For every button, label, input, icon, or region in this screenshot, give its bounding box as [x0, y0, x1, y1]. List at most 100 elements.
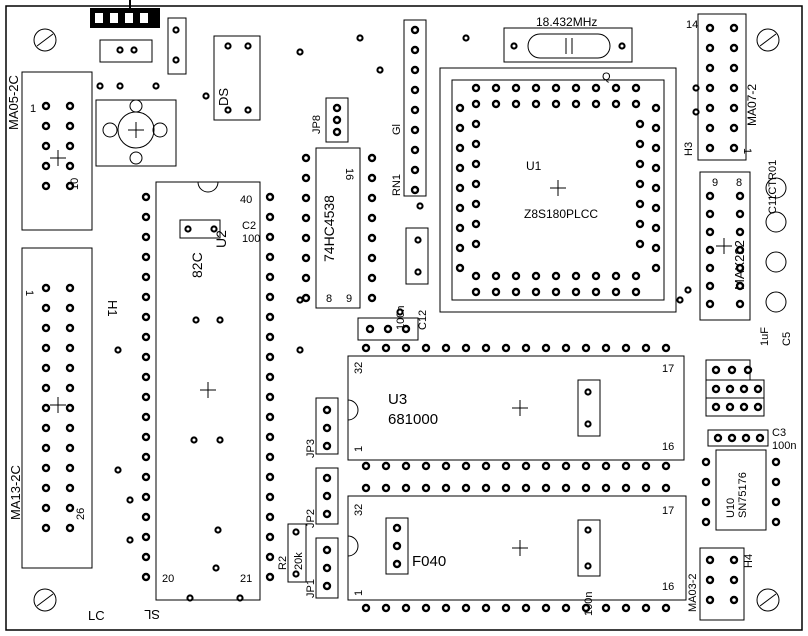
pad-hole [116, 468, 120, 472]
pad-hole [704, 500, 708, 504]
header-h4-outline [699, 547, 745, 621]
pad-hole [514, 86, 518, 90]
pad-hole [574, 290, 578, 294]
pad-hole [144, 375, 148, 379]
pad-hole [474, 242, 478, 246]
pad-hole [484, 606, 488, 610]
pad-hole [144, 235, 148, 239]
pad-hole [404, 486, 408, 490]
pad-hole [395, 526, 399, 530]
pad-hole [774, 520, 778, 524]
pad-hole [413, 168, 417, 172]
pad-hole [194, 318, 198, 322]
chip-u4-outline [315, 147, 361, 309]
pad-hole [68, 346, 72, 350]
chip-flash-pin16: 16 [662, 581, 674, 593]
pad-hole [416, 238, 420, 242]
pad-hole [732, 146, 736, 150]
crystal-frequency: 18.432MHz [536, 15, 597, 29]
pad-hole [708, 578, 712, 582]
pad-hole [44, 104, 48, 108]
pad-hole [44, 466, 48, 470]
header-h3-pin14: 14 [686, 19, 698, 31]
pad-hole [304, 236, 308, 240]
pad-hole [458, 206, 462, 210]
pad-hole [44, 144, 48, 148]
cap-1uf-label: 1uF [759, 327, 771, 346]
pad-hole [586, 422, 590, 426]
pad-hole [524, 486, 528, 490]
pad-hole [464, 486, 468, 490]
pad-hole [370, 196, 374, 200]
pad-hole [325, 566, 329, 570]
pad-hole [268, 535, 272, 539]
pad-hole [325, 444, 329, 448]
pad-hole [708, 146, 712, 150]
jumper-jp8-label: JP8 [311, 115, 323, 134]
pad-hole [214, 566, 218, 570]
pad-hole [44, 164, 48, 168]
pad-hole [268, 495, 272, 499]
header-h4-part: MA03-2 [687, 573, 699, 612]
pad-hole [386, 327, 390, 331]
jumper-block [705, 397, 765, 417]
pad-hole [424, 606, 428, 610]
pad-hole [144, 315, 148, 319]
pad-hole [464, 606, 468, 610]
pad-hole [413, 128, 417, 132]
pad-hole [732, 66, 736, 70]
pad-hole [554, 86, 558, 90]
pad-hole [564, 486, 568, 490]
pad-hole [732, 578, 736, 582]
pad-hole [384, 606, 388, 610]
pad-hole [554, 102, 558, 106]
pad-hole [68, 144, 72, 148]
mounting-hole [33, 588, 57, 612]
pad-hole [708, 126, 712, 130]
pad-hole [584, 464, 588, 468]
electrolytic-cap [765, 177, 787, 199]
pad-hole [304, 216, 308, 220]
pad-hole [44, 306, 48, 310]
pad-hole [144, 195, 148, 199]
pad-hole [68, 466, 72, 470]
pad-hole [756, 405, 760, 409]
pad-hole [144, 455, 148, 459]
pad-hole [514, 274, 518, 278]
pad-hole [708, 212, 712, 216]
pad-hole [464, 36, 468, 40]
pad-hole [325, 512, 329, 516]
pad-hole [732, 46, 736, 50]
chip-u3-pin1: 1 [353, 446, 365, 452]
pad-hole [664, 346, 668, 350]
pad-hole [504, 464, 508, 468]
pad-hole [268, 275, 272, 279]
pad-hole [694, 110, 698, 114]
pad-hole [268, 555, 272, 559]
silk-lc: LC [88, 608, 105, 623]
pad-hole [474, 122, 478, 126]
pad-hole [384, 346, 388, 350]
pad-hole [554, 290, 558, 294]
mounting-hole [756, 588, 780, 612]
jumper-jp2-label: JP2 [305, 509, 317, 528]
pad-hole [154, 84, 158, 88]
pad-hole [68, 526, 72, 530]
pad-hole [144, 535, 148, 539]
electrolytic-cap [765, 291, 787, 313]
pad-hole [144, 415, 148, 419]
mounting-hole [33, 28, 57, 52]
chip-u5-pin8: 8 [736, 177, 742, 189]
pad-hole [732, 558, 736, 562]
pad-hole [614, 86, 618, 90]
pad-hole [458, 266, 462, 270]
chip-u10-name: U10 [725, 498, 737, 518]
chip-flash-part: F040 [412, 553, 446, 570]
pad-hole [268, 235, 272, 239]
pad-hole [370, 156, 374, 160]
pad-hole [708, 86, 712, 90]
pad-hole [738, 212, 742, 216]
pad-hole [544, 346, 548, 350]
pad-hole [664, 486, 668, 490]
pad-hole [268, 315, 272, 319]
